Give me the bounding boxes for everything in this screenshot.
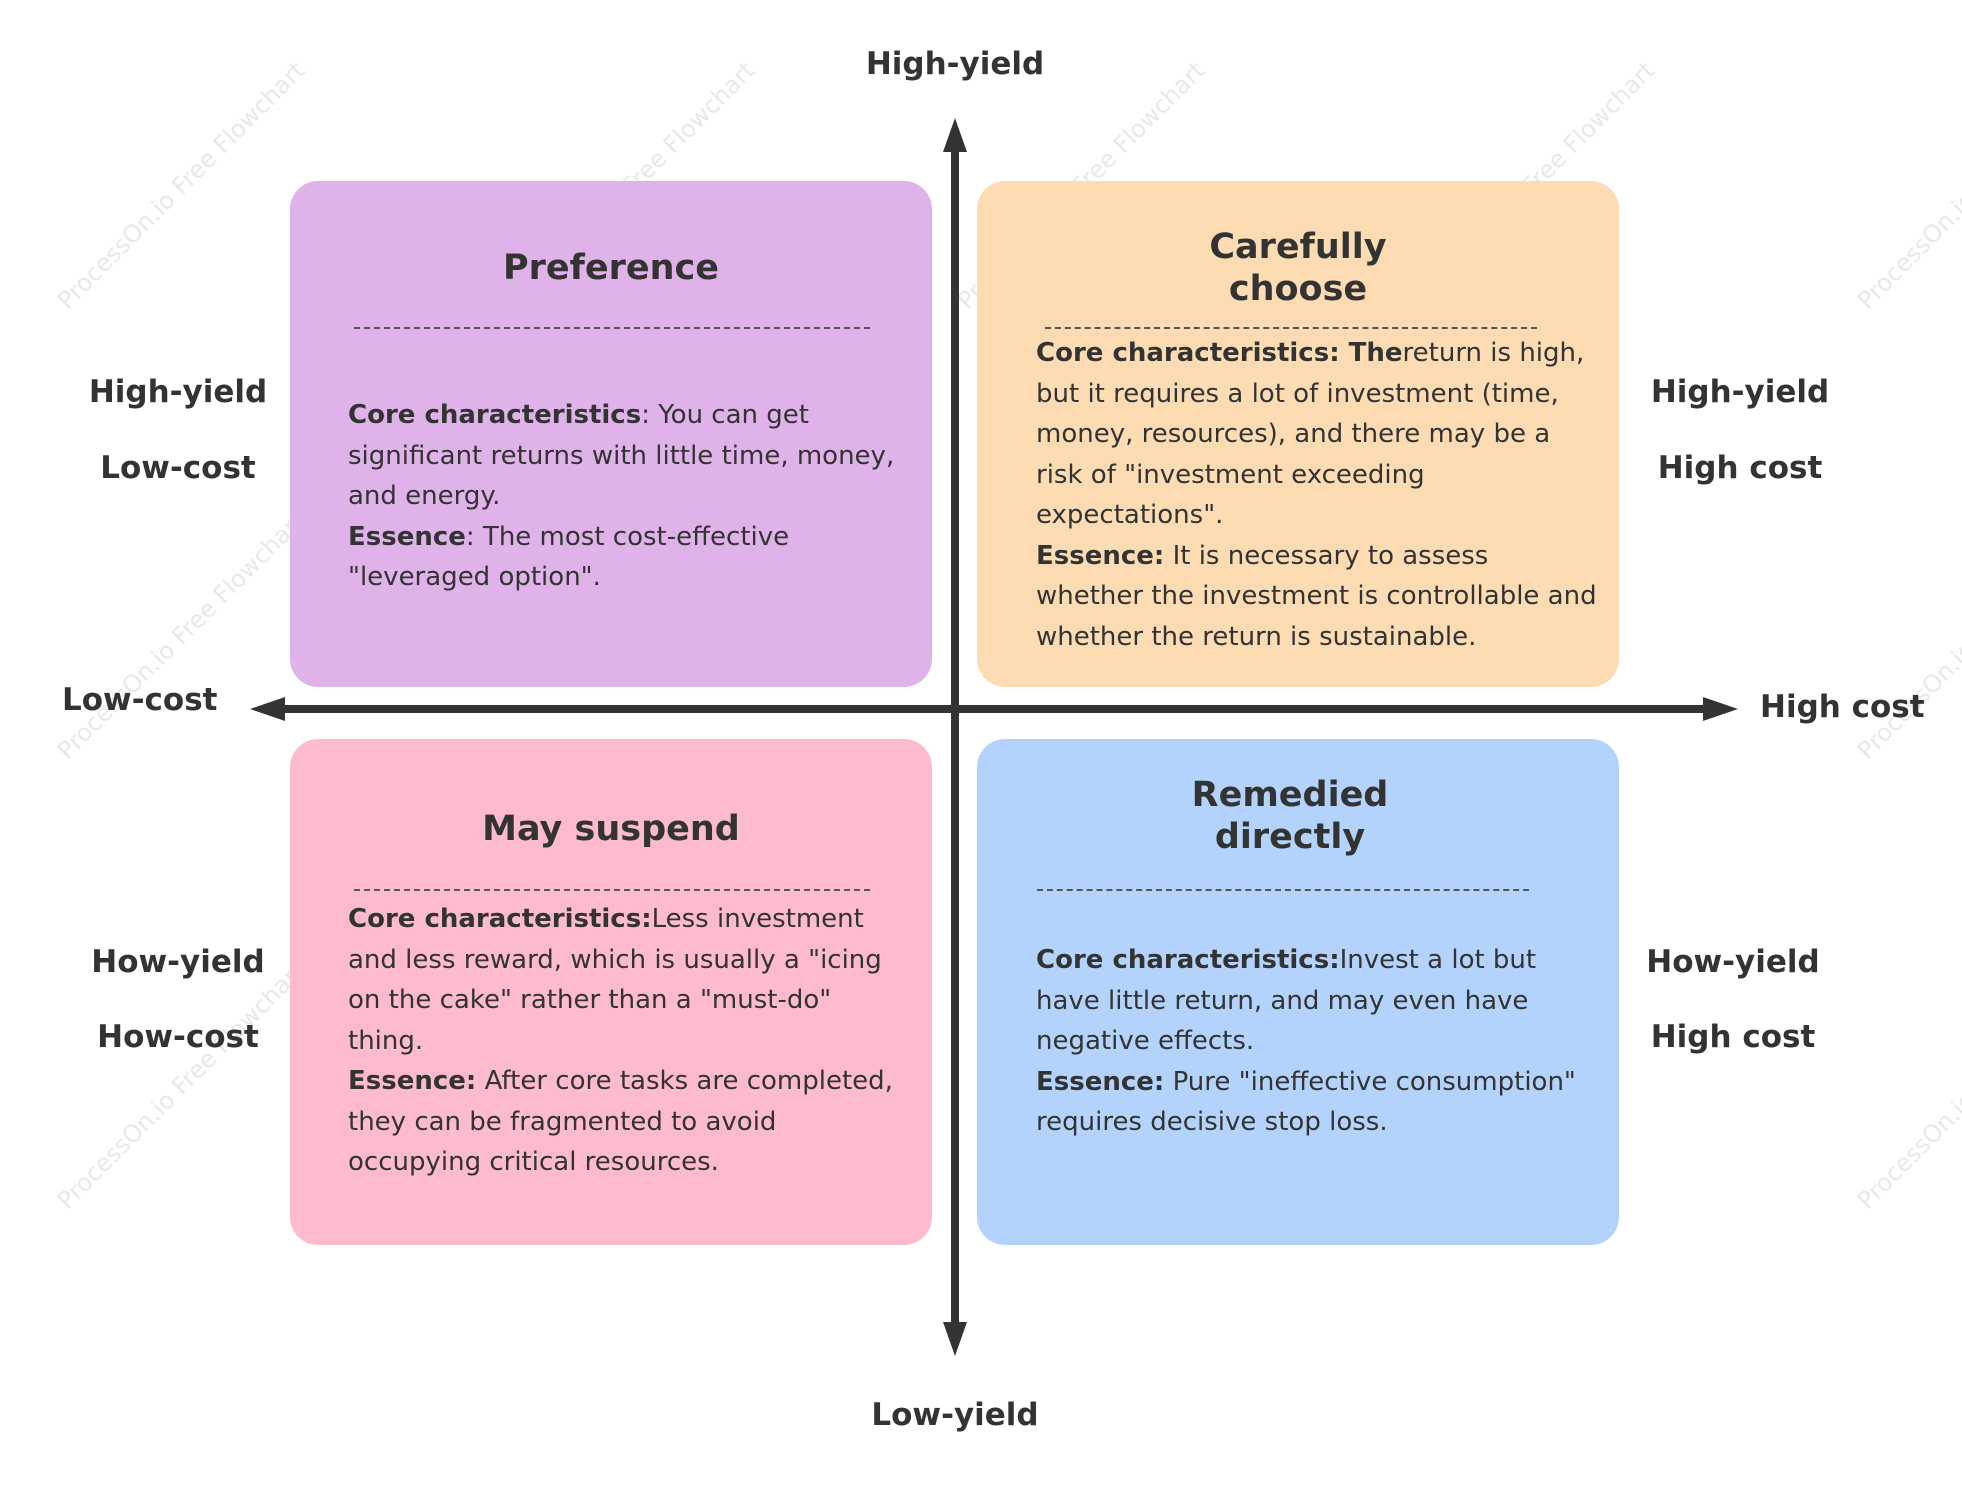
quadrant-may-suspend: May suspend Core characteristics:Less in… [290,739,932,1245]
core-text: Invest a lot but have little return, and… [1036,945,1537,1056]
core-label: Core characteristics [348,400,642,430]
core-characteristics: Core characteristics:Invest a lot but ha… [1036,940,1586,1062]
axis-arrow-right [1703,697,1738,721]
quadrant-title: May suspend [482,809,740,849]
axis-arrow-down [943,1322,967,1356]
core-characteristics: Core characteristics: You can get signif… [348,395,908,517]
quadrant-body: Core characteristics: You can get signif… [348,395,908,598]
essence-label: Essence: [1036,540,1165,571]
axis-label-left: Low-cost [62,682,218,718]
core-characteristics: Core characteristics:Less investment and… [348,899,908,1061]
quadrant-title: Carefully choose [1209,227,1387,309]
side-label-top-left-cost: Low-cost [100,450,256,486]
side-label-bottom-left-cost: How-cost [97,1019,259,1055]
axis-arrow-up [943,118,967,152]
axis-label-top: High-yield [865,46,1045,82]
quadrant-body: Core characteristics: Thereturn is high,… [1036,333,1598,657]
essence: Essence: After core tasks are completed,… [348,1061,908,1183]
quadrant-body: Core characteristics:Less investment and… [348,899,908,1183]
axis-label-right: High cost [1760,689,1925,725]
essence-text: After core tasks are completed, they can… [348,1066,893,1177]
essence-text: It is necessary to assess whether the in… [1036,540,1597,652]
essence: Essence: It is necessary to assess wheth… [1036,536,1598,658]
side-label-top-right-cost: High cost [1657,450,1823,486]
quadrant-carefully-choose: Carefully choose Core characteristics: T… [977,181,1619,687]
quadrant-divider [1037,889,1529,891]
core-label: Core characteristics: [348,904,652,934]
core-label: Core characteristics: [1036,945,1340,975]
essence: Essence: The most cost-effective "levera… [348,517,908,598]
core-characteristics: Core characteristics: Thereturn is high,… [1036,333,1598,536]
core-text: : You can get significant returns with l… [348,400,895,511]
axis-label-bottom: Low-yield [871,1397,1039,1433]
axis-arrow-left [250,697,285,721]
quadrant-title: Remedied directly [1191,775,1389,857]
essence-label: Essence: [1036,1066,1165,1097]
side-label-top-left-yield: High-yield [88,374,268,410]
core-label: Core characteristics: The [1036,338,1403,368]
quadrant-divider [354,327,870,329]
core-text: Less investment and less reward, which i… [348,904,882,1056]
essence-text: Pure "ineffective consumption" requires … [1036,1066,1576,1138]
quadrant-preference: Preference Core characteristics: You can… [290,181,932,687]
quadrant-remedied-directly: Remedied directly Core characteristics:I… [977,739,1619,1245]
quadrant-title: Preference [502,248,719,288]
quadrant-divider [1045,327,1537,329]
core-text: return is high, but it requires a lot of… [1036,338,1585,530]
side-label-bottom-right-cost: High cost [1650,1019,1816,1055]
essence: Essence: Pure "ineffective consumption" … [1036,1062,1586,1143]
quadrant-divider [354,889,870,891]
side-label-bottom-right-yield: How-yield [1646,944,1820,980]
essence-label: Essence [348,521,466,552]
side-label-bottom-left-yield: How-yield [91,944,265,980]
essence-text: : The most cost-effective "leveraged opt… [348,521,790,593]
side-label-top-right-yield: High-yield [1650,374,1830,410]
essence-label: Essence: [348,1066,477,1096]
quadrant-body: Core characteristics:Invest a lot but ha… [1036,940,1586,1143]
